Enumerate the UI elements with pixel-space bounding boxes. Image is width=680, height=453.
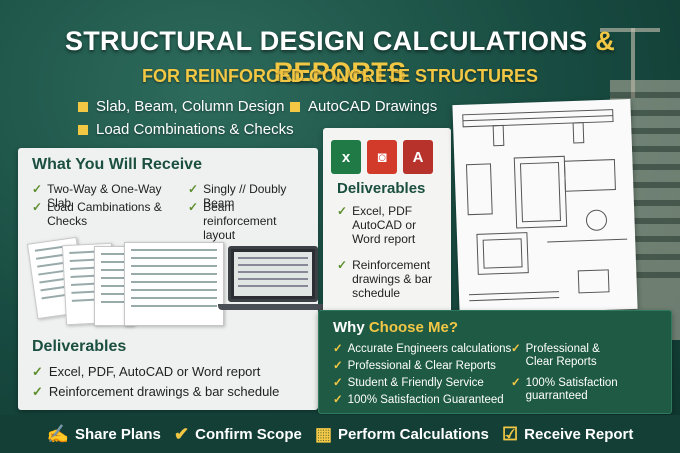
why-item: ✓Accurate Engineers calculations	[333, 343, 512, 355]
deliverable-item: ✓Reinforcement drawings & bar schedule	[32, 384, 280, 399]
crane-mast	[631, 28, 635, 98]
drawing-sketch	[462, 109, 628, 302]
share-hand-icon: ✍	[46, 423, 69, 444]
check-icon: ✓	[32, 384, 43, 399]
subtitle: FOR REINFORCED CONCRETE STRUCTURES	[141, 66, 538, 86]
laptop-image	[228, 246, 318, 302]
step-perform-calculations: ▦Perform Calculations	[314, 423, 489, 444]
why-item: ✓100% Satisfaction Guaranteed	[333, 394, 504, 406]
receive-item: ✓Singly // Doubly Beam	[188, 182, 287, 210]
feature-item: Load Combinations & Checks	[78, 121, 294, 138]
why-choose-panel: Why Choose Me? ✓Accurate Engineers calcu…	[318, 310, 672, 414]
deliverable-item: ✓Reinforcement drawings & bar schedule	[337, 258, 433, 300]
feature-item: AutoCAD Drawings	[290, 98, 437, 115]
check-icon: ✓	[333, 343, 343, 355]
deliverables-mid-heading: Deliverables	[337, 180, 426, 197]
check-icon: ✓	[32, 200, 43, 214]
report-papers-image	[26, 236, 232, 336]
report-check-icon: ☑	[502, 423, 519, 444]
check-icon: ✓	[333, 377, 343, 389]
deliverables-panel: x ◙ A Deliverables ✓Excel, PDF AutoCAD o…	[323, 128, 451, 318]
why-heading: Why Choose Me?	[333, 319, 459, 336]
deliverable-item: ✓Excel, PDF AutoCAD or Word report	[337, 204, 417, 246]
check-icon: ✓	[32, 364, 43, 379]
main-title: STRUCTURAL DESIGN CALCULATIONS & REPORTS	[64, 26, 616, 87]
bullet-square-icon	[78, 124, 88, 135]
check-icon: ✓	[333, 360, 343, 372]
why-item: ✓Student & Friendly Service	[333, 377, 484, 389]
check-icon: ✓	[337, 258, 348, 272]
why-item: ✓Professional & Clear Reports	[511, 343, 600, 368]
pdf-file-icon: ◙	[367, 140, 397, 174]
check-icon: ✓	[337, 204, 348, 218]
receive-heading: What You Will Receive	[32, 156, 202, 173]
check-icon: ✓	[188, 182, 199, 196]
step-share-plans: ✍Share Plans	[46, 423, 161, 444]
receive-item: ✓Two-Way & One-Way Slab	[32, 182, 162, 210]
crane-arm	[600, 28, 660, 32]
step-receive-report: ☑Receive Report	[502, 423, 634, 444]
receive-panel: What You Will Receive ✓Two-Way & One-Way…	[18, 148, 328, 410]
excel-file-icon: x	[331, 140, 361, 174]
deliverable-item: ✓Excel, PDF, AutoCAD or Word report	[32, 364, 261, 379]
structural-drawing-image	[452, 98, 638, 316]
check-icon: ✓	[511, 377, 521, 389]
autocad-file-icon: A	[403, 140, 433, 174]
step-confirm-scope: ✔Confirm Scope	[174, 423, 302, 444]
check-icon: ✓	[333, 394, 343, 406]
check-icon: ✓	[511, 343, 521, 355]
calculator-icon: ▦	[314, 423, 332, 444]
receive-item: ✓Load Cambinations & Checks	[32, 200, 162, 228]
bullet-square-icon	[78, 101, 88, 112]
why-item: ✓Professional & Clear Reports	[333, 360, 496, 372]
check-icon: ✓	[188, 200, 199, 214]
check-circle-icon: ✔	[174, 423, 190, 444]
feature-item: Slab, Beam, Column Design	[78, 98, 284, 115]
check-icon: ✓	[32, 182, 43, 196]
laptop-base	[218, 304, 328, 310]
why-item: ✓100% Satisfaction guarranteed	[511, 377, 618, 402]
receive-item: ✓Beam reinforcement layout	[188, 200, 277, 242]
deliverables-heading: Deliverables	[32, 338, 127, 355]
process-steps-bar: ✍Share Plans ✔Confirm Scope ▦Perform Cal…	[0, 415, 680, 453]
bullet-square-icon	[290, 101, 300, 112]
